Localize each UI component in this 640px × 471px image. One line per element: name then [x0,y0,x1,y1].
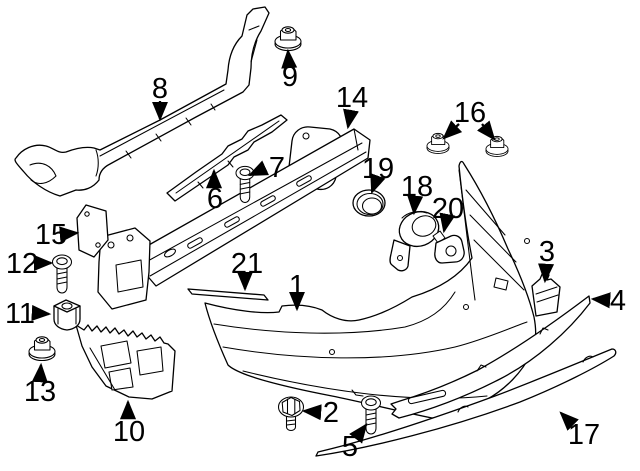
callout-label-5: 5 [342,431,358,463]
callout-label-12: 12 [6,248,38,280]
callout-label-21: 21 [231,248,263,280]
part-9-flange-nut [274,26,302,52]
part-21-edge-strip [187,288,269,301]
callout-arrow-17 [559,411,579,431]
callout-label-14: 14 [336,82,368,114]
callout-labels: 1 2 3 4 5 6 7 8 9 10 11 12 13 14 15 16 1… [5,61,626,463]
part-13-flange-nut [28,336,56,362]
callout-arrow-3 [537,263,555,284]
part-4-trim-blade [390,295,591,419]
callout-label-7: 7 [269,152,285,184]
callout-arrow-2 [301,404,322,421]
callout-label-15: 15 [35,219,67,251]
callout-arrows [31,48,611,444]
part-16-flange-nuts [426,132,509,157]
callout-arrow-15 [59,226,80,243]
part-20-sensor-holder [432,230,465,264]
callout-label-4: 4 [610,285,626,317]
callout-label-3: 3 [539,236,555,268]
part-18-park-sensor [389,210,440,272]
callout-label-1: 1 [289,270,305,302]
part-14-reinforcement-bar [97,126,371,310]
callout-arrow-16b [476,120,496,141]
part-8-carrier-strip [14,6,270,197]
callout-arrow-5 [349,423,368,444]
callout-arrow-14 [343,108,359,130]
callout-label-20: 20 [432,193,464,225]
part-2-hex-bolt [277,396,305,432]
part-1-bumper-cover [204,160,537,419]
callout-label-13: 13 [24,376,56,408]
callout-arrow-11 [31,304,52,322]
callout-label-6: 6 [207,183,223,215]
callout-arrow-19 [370,173,386,195]
part-19-grommet [352,189,386,217]
callout-arrow-20 [439,212,456,234]
part-15-pad [76,204,109,258]
callout-arrow-9 [281,48,298,69]
part-12-screw [51,254,73,294]
callout-arrow-16a [442,120,463,140]
callout-label-9: 9 [282,61,298,93]
part-11-square-nut [53,299,81,331]
callout-label-18: 18 [401,171,433,203]
callout-label-19: 19 [362,153,394,185]
callout-arrow-18 [407,195,424,216]
callout-label-8: 8 [152,73,168,105]
part-10-support-bracket [75,324,176,400]
callout-label-16: 16 [454,97,486,129]
callout-arrow-4 [590,292,611,309]
callout-label-2: 2 [323,397,339,429]
callout-label-17: 17 [568,419,600,451]
callout-label-10: 10 [113,416,145,448]
callout-arrow-7 [247,160,270,177]
part-17-lower-trim [315,348,617,457]
callout-label-11: 11 [5,298,35,330]
callout-arrow-13 [31,362,48,383]
